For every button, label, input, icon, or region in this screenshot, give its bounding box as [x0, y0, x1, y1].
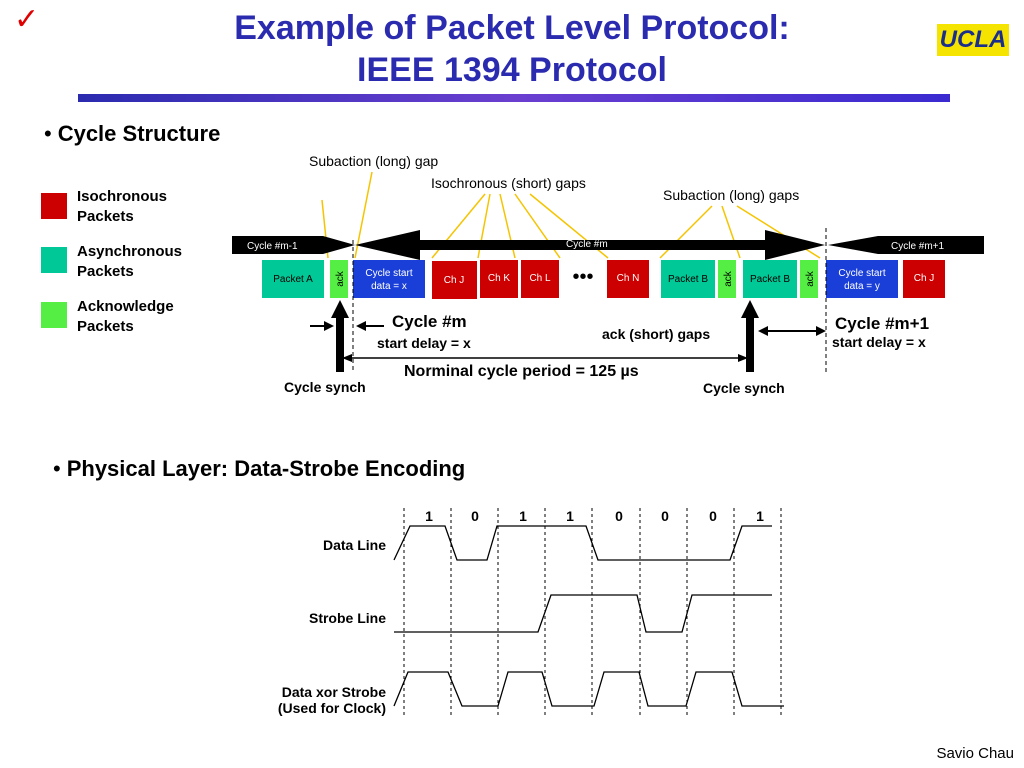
- cycle-start-x-line2: data = x: [371, 281, 407, 292]
- arrow-cycle-prev: [232, 236, 355, 254]
- bit-label-5: 0: [661, 508, 669, 524]
- legend-swatch-acknowledge: [41, 302, 67, 328]
- bit-label-7: 1: [756, 508, 764, 524]
- ch-l-packet: [521, 260, 559, 298]
- cycle-synch-left: Cycle synch: [284, 379, 366, 395]
- bullet-glyph-2: •: [53, 456, 61, 481]
- data-line-label: Data Line: [323, 537, 386, 553]
- cycle-m-delay: start delay = x: [377, 335, 471, 351]
- arrow-cycle-cur: [355, 230, 825, 260]
- packet-b-2: [743, 260, 797, 298]
- arrow-cycle-prev-label: Cycle #m-1: [247, 241, 298, 252]
- nominal-arrowhead-left: [342, 354, 352, 362]
- ch-k-packet: [480, 260, 518, 298]
- title-line-1: Example of Packet Level Protocol:: [234, 9, 790, 47]
- cycle-synch-right: Cycle synch: [703, 380, 785, 396]
- annot-subaction-gaps: Subaction (long) gaps: [663, 187, 799, 203]
- xor-label-line2: (Used for Clock): [278, 700, 386, 716]
- bit-label-0: 1: [425, 508, 433, 524]
- ack-packet-2-label: ack: [723, 270, 734, 287]
- nominal-arrowhead-right: [738, 354, 748, 362]
- xor-label-line1: Data xor Strobe: [282, 684, 386, 700]
- ack-short-gaps: ack (short) gaps: [602, 326, 710, 342]
- section-title: Cycle Structure: [57, 121, 221, 146]
- section-physical-layer: •Physical Layer: Data-Strobe Encoding: [53, 456, 465, 482]
- packet-ellipsis: •••: [572, 266, 593, 288]
- cycle-m1-delay: start delay = x: [832, 334, 926, 350]
- bit-label-6: 0: [709, 508, 717, 524]
- strobe-line-waveform: [394, 594, 772, 633]
- annot-subaction-gap: Subaction (long) gap: [309, 153, 438, 169]
- delay-arrowhead-left-1: [324, 321, 334, 331]
- ch-n-packet: [607, 260, 649, 298]
- cycle-start-x-line1: Cycle start: [365, 268, 412, 279]
- cycle-start-y: [826, 260, 898, 298]
- legend-swatch-asynchronous: [41, 247, 67, 273]
- arrow-cycle-next-label: Cycle #m+1: [891, 241, 945, 252]
- nominal-cycle-period: Norminal cycle period = 125 µs: [404, 363, 639, 380]
- ack-packet-2: [718, 260, 736, 298]
- cycle-synch-right-arrow: [741, 300, 759, 372]
- ch-k-packet-label: Ch K: [488, 273, 511, 284]
- bullet-glyph: •: [44, 121, 52, 146]
- ch-l-packet-label: Ch L: [529, 273, 551, 284]
- cycle-start-y-line1: Cycle start: [838, 268, 885, 279]
- ack-packet-3: [800, 260, 818, 298]
- cycle-start-x: [353, 260, 425, 298]
- legend-swatch-isochronous: [41, 193, 67, 219]
- ack-packet-3-label: ack: [805, 270, 816, 287]
- delay-arrowhead-right-a: [758, 326, 768, 336]
- cycle-m-title: Cycle #m: [392, 312, 467, 331]
- ch-n-packet-label: Ch N: [617, 273, 640, 284]
- title-rule: [78, 94, 950, 102]
- packet-a: [262, 260, 324, 298]
- data-line-waveform: [393, 525, 772, 561]
- ack-packet-1-label: ack: [335, 270, 346, 287]
- cycle-m1-title: Cycle #m+1: [835, 314, 929, 333]
- ack-packet-1: [330, 260, 348, 298]
- cycle-synch-left-arrow: [331, 300, 349, 372]
- packet-b-1-label: Packet B: [668, 274, 708, 285]
- ch-j-packet-1: [432, 261, 477, 299]
- ch-j-packet-2-label: Ch J: [914, 273, 935, 284]
- arrow-cycle-cur-label: Cycle #m: [566, 239, 608, 250]
- bit-label-4: 0: [615, 508, 623, 524]
- section-cycle-structure: •Cycle Structure: [44, 121, 220, 147]
- packet-a-label: Packet A: [273, 274, 313, 285]
- arrow-cycle-next: [828, 236, 984, 254]
- packet-b-2-label: Packet B: [750, 274, 790, 285]
- author-name: Savio Chau: [936, 745, 1014, 762]
- delay-arrowhead-right-b: [816, 326, 826, 336]
- bit-label-3: 1: [566, 508, 574, 524]
- delay-arrowhead-left-2: [356, 321, 366, 331]
- annot-iso-gaps: Isochronous (short) gaps: [431, 175, 586, 191]
- ucla-logo: UCLA: [937, 24, 1009, 56]
- ch-j-packet-2: [903, 260, 945, 298]
- title-line-2: IEEE 1394 Protocol: [357, 51, 667, 89]
- packet-b-1: [661, 260, 715, 298]
- check-icon: ✓: [14, 2, 40, 37]
- cycle-start-y-line2: data = y: [844, 281, 880, 292]
- ch-j-packet-1-label: Ch J: [444, 275, 465, 286]
- strobe-line-label: Strobe Line: [309, 610, 386, 626]
- bit-label-1: 0: [471, 508, 479, 524]
- bit-label-2: 1: [519, 508, 527, 524]
- xor-waveform: [393, 671, 784, 707]
- section-title-2: Physical Layer: Data-Strobe Encoding: [66, 456, 466, 481]
